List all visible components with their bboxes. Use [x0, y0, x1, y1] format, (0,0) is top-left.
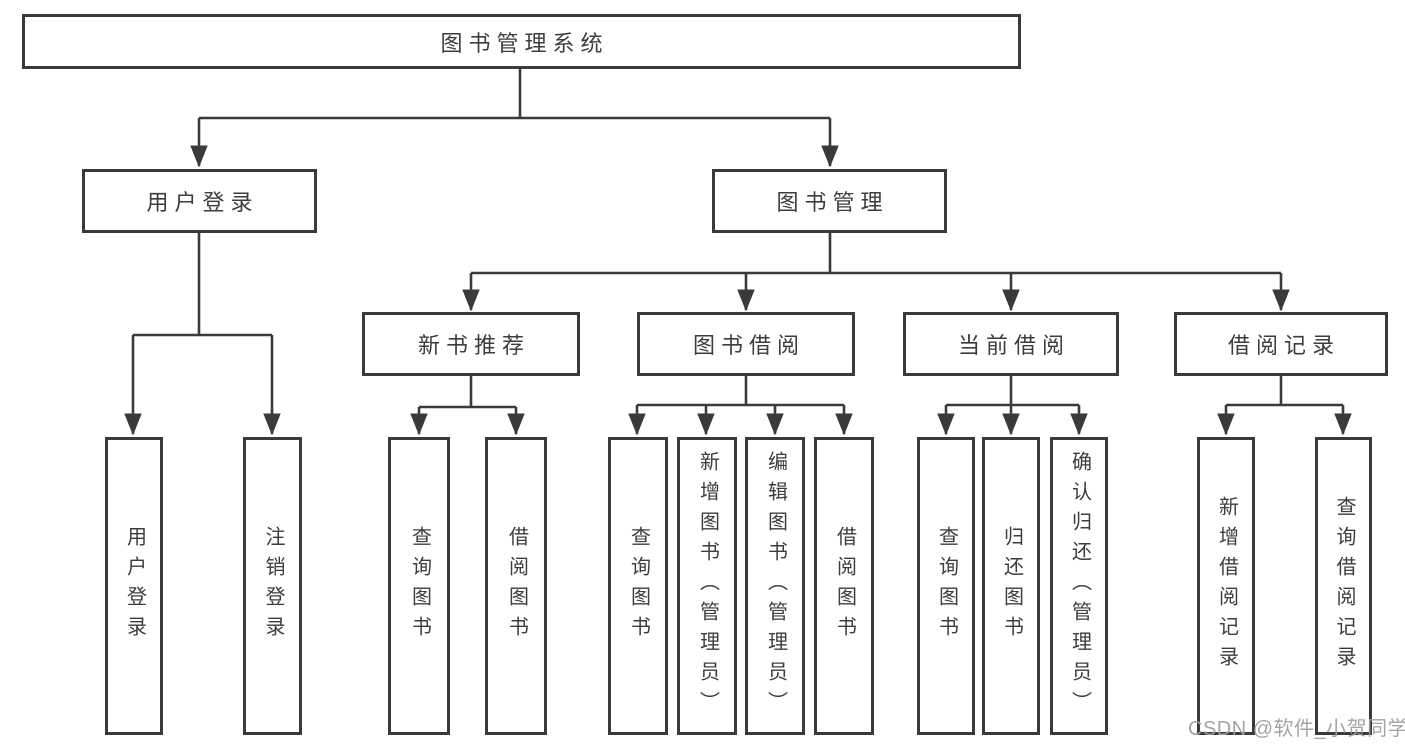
leaf-borrow-query-books: 查询图书: [608, 437, 668, 735]
connector-current-borrow-children: [937, 376, 1088, 436]
leaf-add-borrow-record: 新增借阅记录: [1197, 437, 1255, 735]
connector-borrow-record-children: [1217, 376, 1352, 436]
node-borrow-record: 借阅记录: [1174, 312, 1388, 376]
leaf-borrow-books: 借阅图书: [814, 437, 874, 735]
leaf-edit-book-admin-label: 编辑图书（管理员）: [764, 451, 787, 721]
node-user-login-label: 用户登录: [146, 190, 259, 215]
node-current-borrow-label: 当前借阅: [957, 333, 1070, 358]
connector-user-login-children: [124, 232, 281, 436]
node-user-login: 用户登录: [82, 169, 317, 233]
leaf-logout: 注销登录: [243, 437, 302, 735]
csdn-watermark: CSDN @软件_小贺同学: [1188, 718, 1405, 740]
leaf-recommend-borrow-books: 借阅图书: [485, 437, 547, 735]
connector-new-book-children: [410, 376, 525, 436]
node-book-management-label: 图书管理: [776, 190, 889, 215]
connector-book-borrow-children: [628, 376, 853, 436]
leaf-current-query-books: 查询图书: [917, 437, 975, 735]
node-new-book-recommend-label: 新书推荐: [417, 333, 530, 358]
node-book-borrow-label: 图书借阅: [692, 333, 805, 358]
leaf-edit-book-admin: 编辑图书（管理员）: [745, 437, 805, 735]
leaf-return-books-label: 归还图书: [1000, 526, 1023, 646]
connector-book-management-children: [462, 233, 1290, 312]
leaf-add-book-admin: 新增图书（管理员）: [677, 437, 737, 735]
leaf-user-login: 用户登录: [105, 437, 163, 735]
leaf-logout-label: 注销登录: [262, 526, 284, 646]
leaf-user-login-label: 用户登录: [123, 526, 146, 646]
leaf-return-books: 归还图书: [982, 437, 1040, 735]
leaf-recommend-query-books: 查询图书: [388, 437, 450, 735]
node-new-book-recommend: 新书推荐: [362, 312, 580, 376]
leaf-confirm-return-admin-label: 确认归还（管理员）: [1068, 451, 1091, 721]
node-current-borrow: 当前借阅: [903, 312, 1119, 376]
connector-root-to-level1: [190, 69, 839, 168]
node-root-library-system: 图书管理系统: [22, 14, 1021, 69]
leaf-current-query-books-label: 查询图书: [935, 526, 958, 646]
leaf-query-borrow-record: 查询借阅记录: [1315, 437, 1372, 735]
leaf-add-borrow-record-label: 新增借阅记录: [1215, 496, 1238, 676]
leaf-borrow-books-label: 借阅图书: [833, 526, 856, 646]
node-book-management: 图书管理: [712, 169, 947, 233]
leaf-borrow-query-books-label: 查询图书: [627, 526, 650, 646]
leaf-recommend-query-books-label: 查询图书: [408, 526, 431, 646]
node-book-borrow: 图书借阅: [637, 312, 855, 376]
leaf-recommend-borrow-books-label: 借阅图书: [505, 526, 528, 646]
node-borrow-record-label: 借阅记录: [1227, 333, 1340, 358]
leaf-add-book-admin-label: 新增图书（管理员）: [696, 451, 719, 721]
leaf-query-borrow-record-label: 查询借阅记录: [1333, 496, 1355, 676]
node-root-label: 图书管理系统: [440, 30, 609, 56]
leaf-confirm-return-admin: 确认归还（管理员）: [1050, 437, 1108, 735]
